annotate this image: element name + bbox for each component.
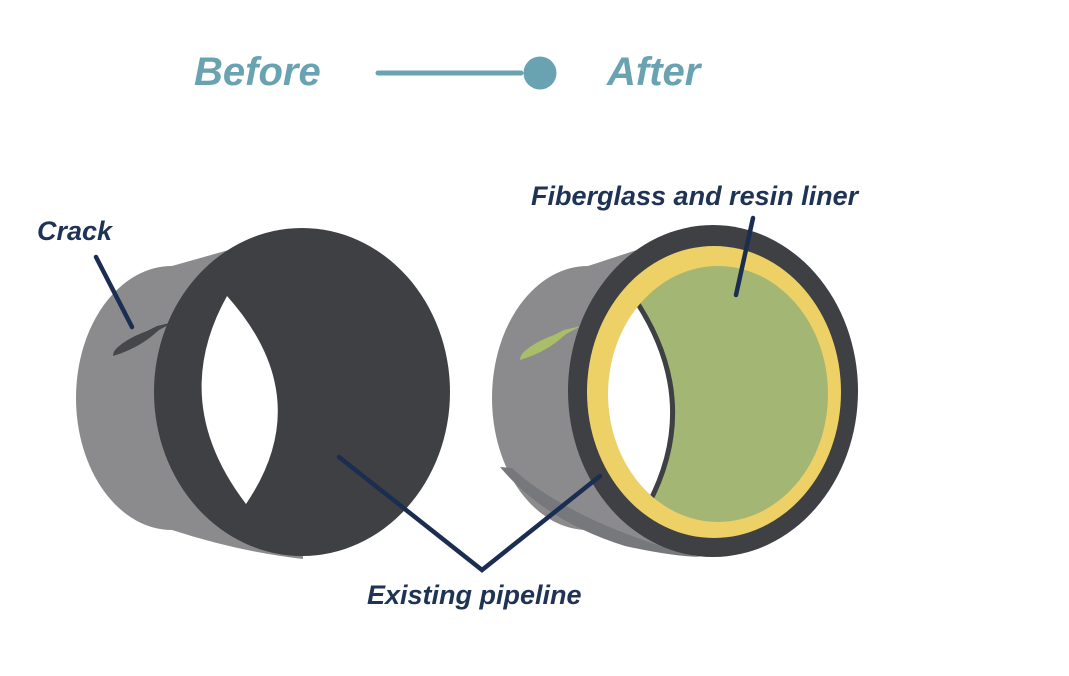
timeline-dot-icon xyxy=(523,56,557,90)
crack-label: Crack xyxy=(37,216,113,246)
after-pipe-opening xyxy=(608,292,673,505)
existing-pipeline-label: Existing pipeline xyxy=(367,580,582,610)
after-label: After xyxy=(607,50,701,94)
before-label: Before xyxy=(194,50,321,94)
crack-shape xyxy=(113,322,174,356)
after-pipe-opening-edge xyxy=(627,289,676,508)
liner-leader-line xyxy=(733,215,756,298)
after-pipe-body-shading xyxy=(500,467,700,557)
fiberglass-resin-liner-label: Fiberglass and resin liner xyxy=(531,181,859,211)
resin-filled-crack-shape xyxy=(520,326,581,360)
after-pipe-opening-group xyxy=(608,289,676,508)
existing-pipeline-leader-lines xyxy=(336,454,603,573)
before-pipe xyxy=(76,228,450,559)
after-pipe xyxy=(492,225,858,557)
crack-leader-line xyxy=(93,254,135,330)
before-pipe-opening xyxy=(201,296,278,504)
